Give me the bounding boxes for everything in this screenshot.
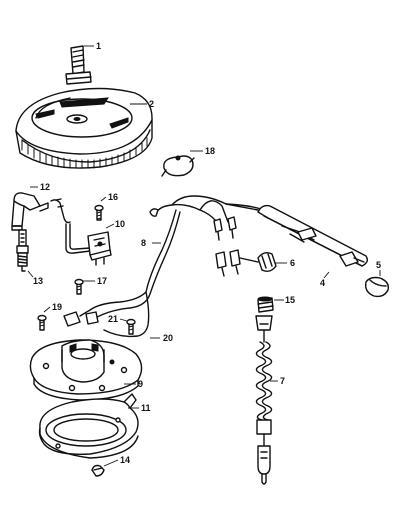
part-18-retaining-ring (161, 155, 195, 177)
callout-4: 4 (320, 278, 325, 288)
part-4-stop-switch-harness (225, 203, 369, 267)
callout-1: 1 (96, 41, 101, 51)
callout-13: 13 (33, 276, 43, 286)
callout-19: 19 (52, 302, 62, 312)
callout-10: 10 (115, 219, 125, 229)
trigger-terminals (63, 311, 99, 327)
coil-lead-wire (50, 198, 91, 254)
callout-17: 17 (97, 276, 107, 286)
callout-8: 8 (141, 238, 146, 248)
callout-7: 7 (280, 376, 285, 386)
callout-5: 5 (376, 260, 381, 270)
callout-12: 12 (40, 182, 50, 192)
callout-20: 20 (163, 333, 173, 343)
part-5-lanyard-cap (364, 276, 390, 298)
part-11-retainer-plate (38, 393, 139, 459)
callout-6: 6 (290, 258, 295, 268)
callout-21: 21 (108, 314, 118, 324)
callout-18: 18 (205, 146, 215, 156)
callout-15: 15 (285, 295, 295, 305)
part-17-screw (74, 278, 84, 295)
harness-connectors (213, 216, 237, 241)
callout-11: 11 (141, 403, 151, 413)
part-7-lanyard (255, 315, 273, 485)
part-9-stator-plate (29, 339, 143, 401)
part-6-connector (215, 249, 277, 277)
part-8-wiring-harness (79, 195, 259, 338)
part-16-screw (94, 204, 104, 221)
part-14-cap (91, 464, 105, 477)
part-2-flywheel (15, 87, 153, 169)
part-19-screw (37, 314, 47, 331)
callout-9: 9 (138, 379, 143, 389)
callout-16: 16 (108, 192, 118, 202)
part-10-ignition-coil (87, 231, 112, 266)
callout-2: 2 (149, 99, 154, 109)
part-13-spark-plug (16, 229, 29, 272)
part-15-grommet (257, 296, 274, 313)
part-1-flywheel-nut (65, 45, 92, 85)
part-12-spark-plug-boot (11, 192, 49, 231)
callout-14: 14 (120, 455, 130, 465)
part-21-screw (126, 318, 136, 335)
